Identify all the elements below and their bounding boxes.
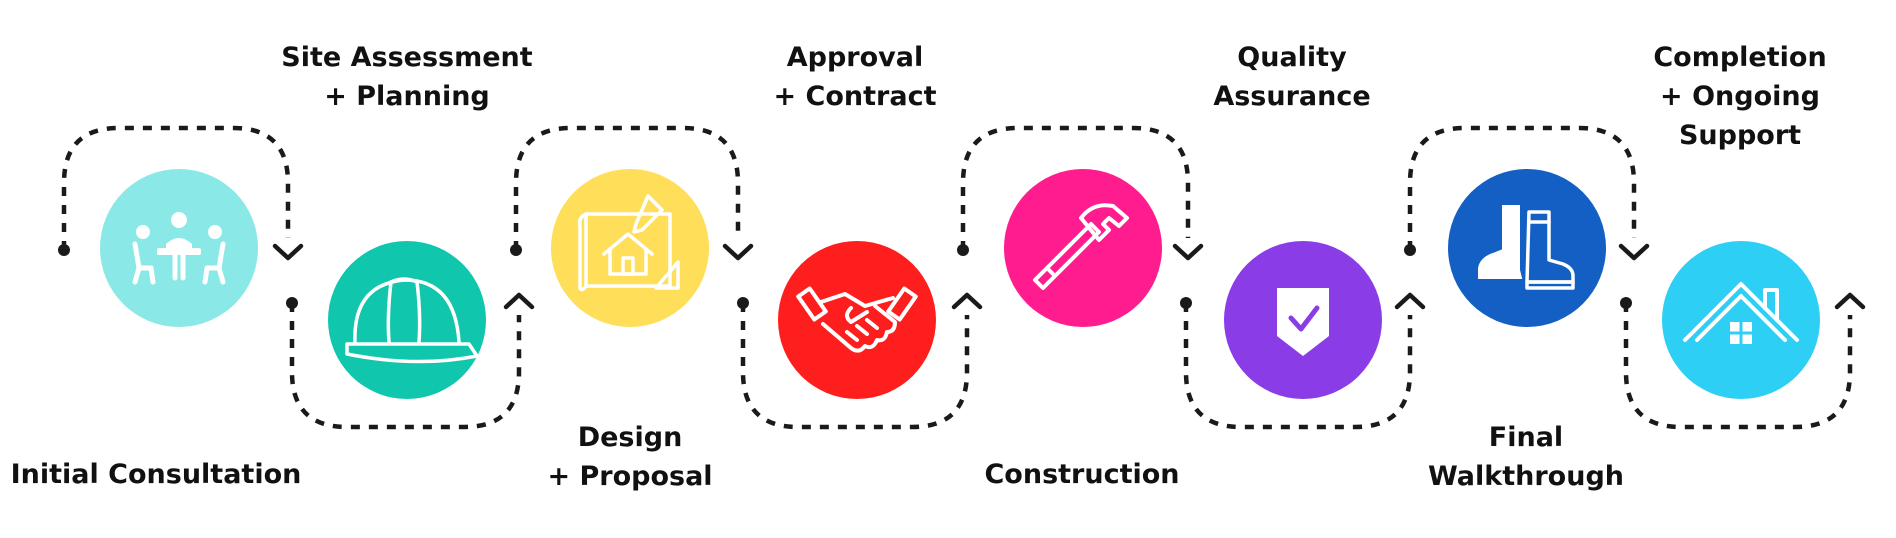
handshake-icon <box>796 286 918 353</box>
connector-upper-1 <box>510 125 754 261</box>
step-node-6 <box>1224 241 1382 399</box>
step-label-design-proposal: Design + Proposal <box>547 422 713 492</box>
step-label-site-assessment: Site Assessment + Planning <box>281 42 533 112</box>
step-nodes <box>100 169 1820 399</box>
step-node-4 <box>778 241 936 399</box>
connector-lower-3 <box>1620 292 1866 430</box>
connector-upper-2 <box>957 125 1204 261</box>
connector-upper-0 <box>58 125 304 261</box>
shield-check-icon <box>1277 288 1329 356</box>
hammer-icon <box>1033 203 1129 290</box>
step-label-initial-consultation: Initial Consultation <box>10 459 302 490</box>
connector-lower-1 <box>737 292 983 430</box>
step-label-completion-support: Completion + Ongoing Support <box>1653 42 1827 151</box>
step-node-1 <box>100 169 258 327</box>
step-label-final-walkthrough: Final Walkthrough <box>1427 422 1625 492</box>
house-roof-icon <box>1683 282 1799 344</box>
connector-lower-2 <box>1180 292 1426 430</box>
connector-lower-0 <box>286 292 535 430</box>
connector-upper-3 <box>1404 125 1650 261</box>
house-blueprint-icon <box>577 194 680 292</box>
step-node-5 <box>1004 169 1162 327</box>
hard-hat-icon <box>345 277 479 364</box>
step-label-quality-assurance: Quality Assurance <box>1213 42 1371 112</box>
step-circle-8 <box>1662 241 1820 399</box>
connectors <box>58 125 1866 430</box>
meeting-people-icon <box>132 212 226 285</box>
step-circle-3 <box>551 169 709 327</box>
step-node-8 <box>1662 241 1820 399</box>
step-node-3 <box>551 169 709 327</box>
step-node-7 <box>1448 169 1606 327</box>
rubber-boots-icon <box>1478 205 1575 290</box>
step-node-2 <box>328 241 486 399</box>
step-label-construction: Construction <box>984 459 1180 490</box>
step-label-approval-contract: Approval + Contract <box>773 42 937 112</box>
step-circle-2 <box>328 241 486 399</box>
